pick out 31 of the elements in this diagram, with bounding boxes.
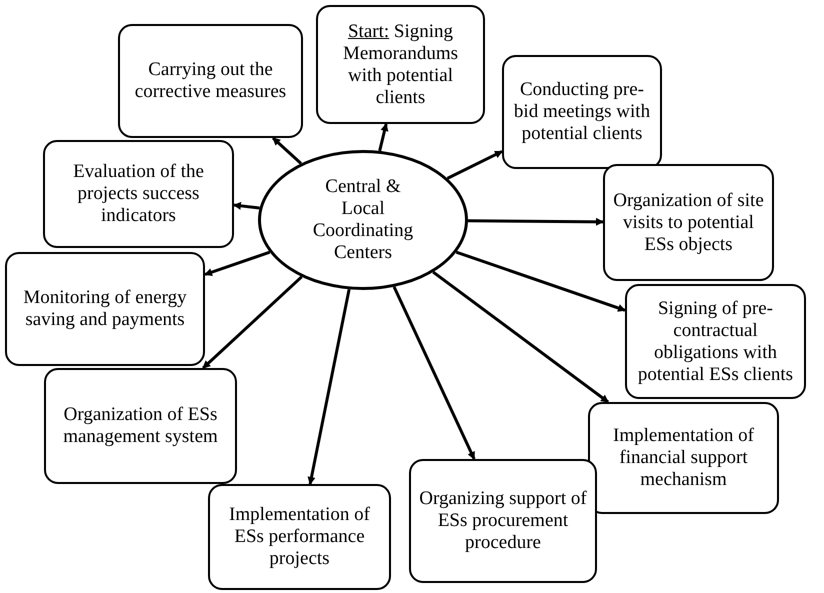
arrow [468, 218, 604, 226]
step-text: Organizing support of ESs procurement procedure [419, 488, 587, 554]
step-text: Carrying out the corrective measures [134, 59, 288, 103]
step-text: Organization of ESs management system [62, 404, 219, 448]
step-text: Organization of site visits to potential ESs objects [613, 190, 764, 256]
arrow [308, 289, 351, 485]
step-text: Start: Signing Memorandums with potential clients [342, 20, 460, 108]
step-box [625, 284, 806, 399]
step-box [603, 164, 774, 281]
step-box [316, 5, 485, 124]
step-text: Implementation of financial support mechanism [612, 425, 755, 491]
arrow [378, 123, 388, 152]
step-box [208, 484, 391, 590]
step-box [502, 55, 662, 169]
arrow [432, 270, 609, 404]
step-box [409, 459, 597, 583]
step-box [5, 252, 205, 366]
arrow [272, 136, 302, 165]
step-text: Monitoring of energy saving and payments [22, 287, 188, 331]
arrow [446, 150, 503, 180]
step-box [44, 368, 237, 484]
step-text: Implementation of ESs performance projects [228, 504, 371, 570]
step-text: Evaluation of the projects success indicators [72, 161, 205, 227]
hub-label: Central & Local Coordinating Centers [312, 176, 414, 264]
step-box [43, 140, 234, 248]
step-text: Conducting pre-bid meetings with potential clients [512, 79, 652, 145]
arrow [233, 202, 260, 210]
step-box [588, 402, 779, 514]
step-text: Signing of pre-contractual obligations with potential ESs clients [636, 298, 794, 386]
step-box [118, 24, 303, 138]
arrow [202, 276, 303, 370]
